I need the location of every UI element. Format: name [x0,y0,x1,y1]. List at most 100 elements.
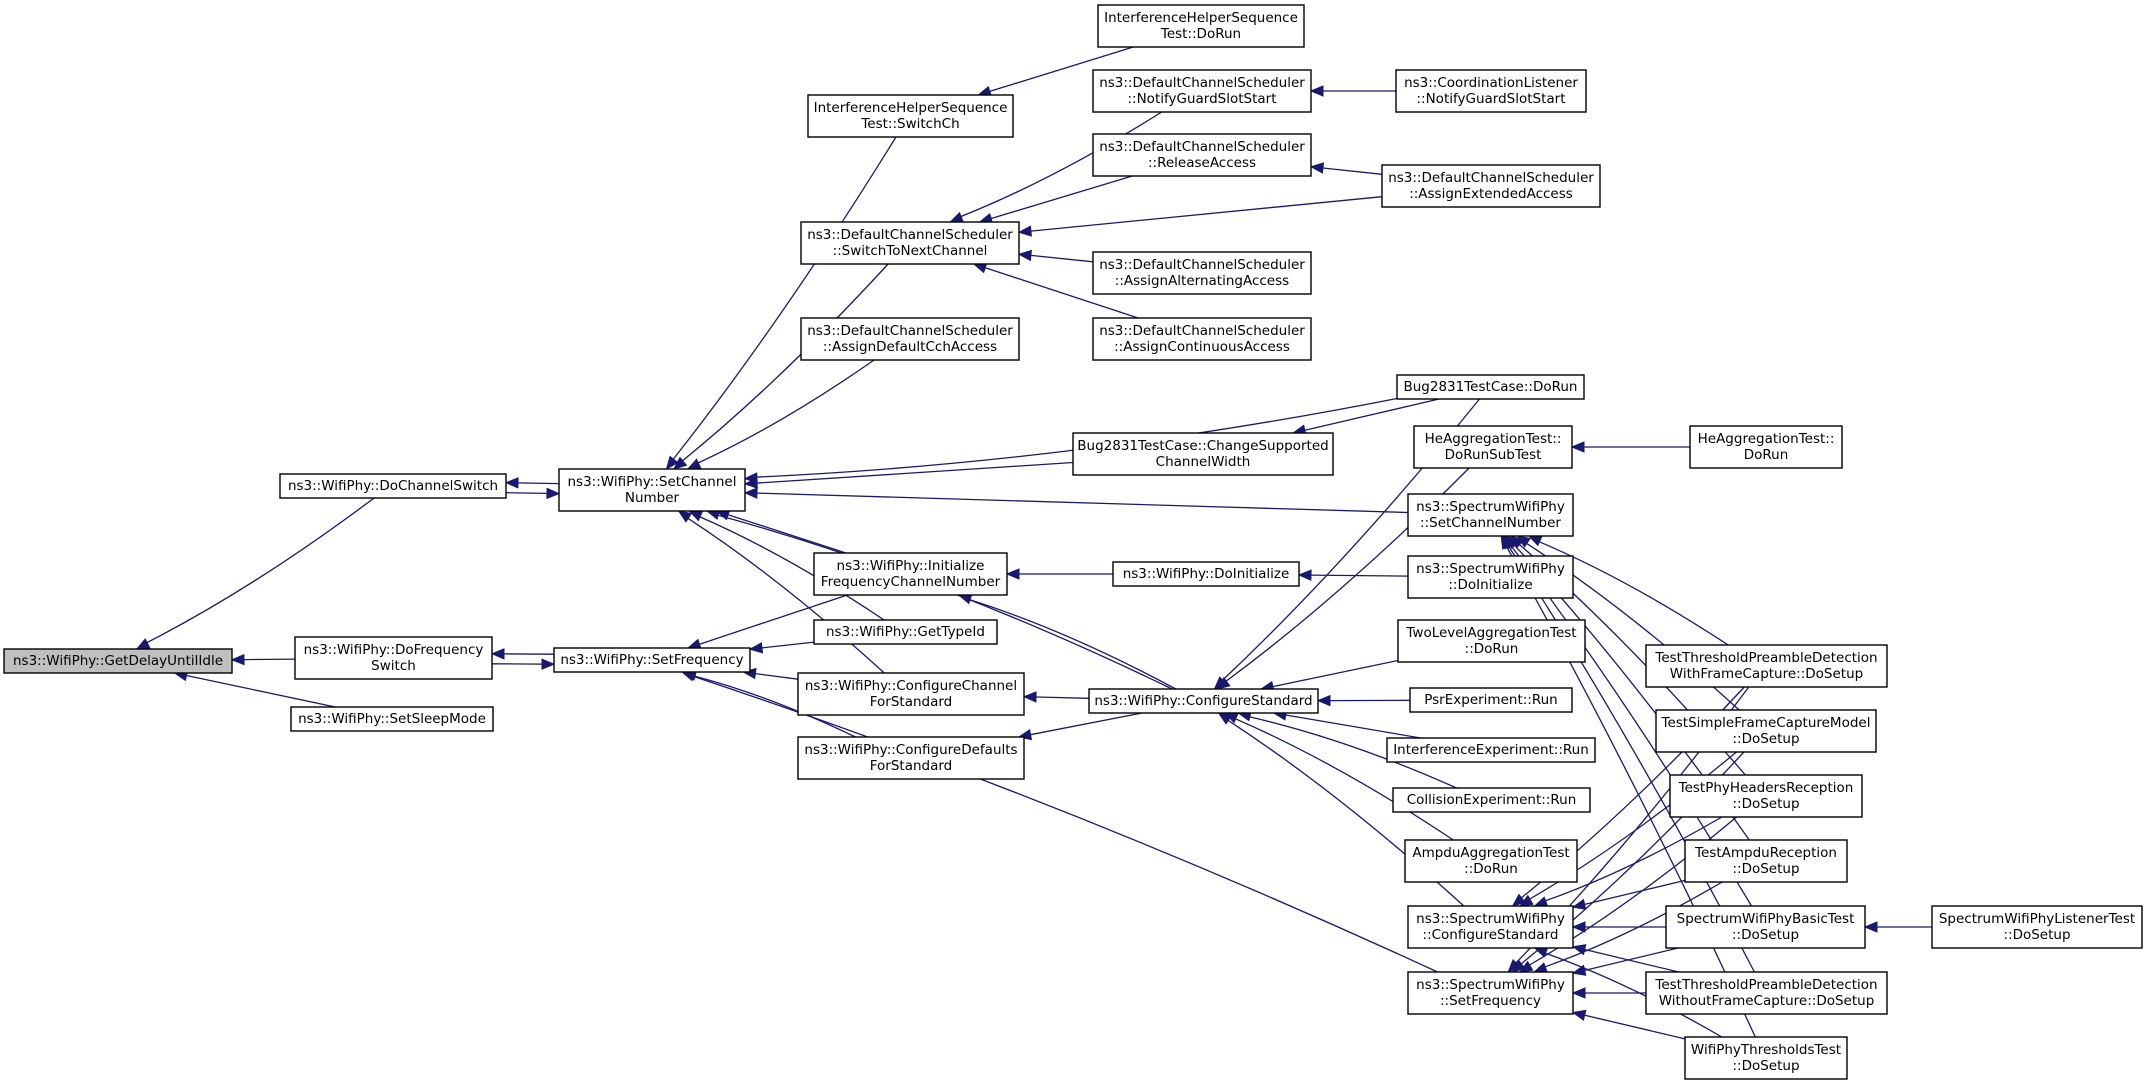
arrowhead-icon [949,211,965,223]
node-cfgdef[interactable]: ns3::WifiPhy::ConfigureDefaultsForStanda… [797,736,1025,780]
node-heagg_sub[interactable]: HeAggregationTest::DoRunSubTest [1413,425,1573,469]
call-edge-ttpd_with-to-swp_setch [1527,535,1729,646]
node-label: ::DoSetup [1732,796,1799,812]
node-heagg_run[interactable]: HeAggregationTest::DoRun [1689,425,1843,469]
node-swplt[interactable]: SpectrumWifiPhyListenerTest::DoSetup [1931,905,2143,949]
node-ampduagg[interactable]: AmpduAggregationTest::DoRun [1404,839,1578,883]
node-box [1395,69,1587,113]
node-getdelay[interactable]: ns3::WifiPhy::GetDelayUntilIdle [3,648,233,674]
node-tsfcm[interactable]: TestSimpleFrameCaptureModel::DoSetup [1655,709,1877,753]
node-setsleep[interactable]: ns3::WifiPhy::SetSleepMode [290,706,494,732]
node-tphr[interactable]: TestPhyHeadersReception::DoSetup [1669,774,1863,818]
node-label: ns3::DefaultChannelScheduler [807,227,1013,243]
node-ttpd_without[interactable]: TestThresholdPreambleDetectionWithoutFra… [1645,971,1888,1015]
node-dochswitch[interactable]: ns3::WifiPhy::DoChannelSwitch [279,473,507,499]
edge-line [1545,952,1723,1038]
node-cl_guard[interactable]: ns3::CoordinationListener::NotifyGuardSl… [1395,69,1587,113]
node-box [1397,619,1586,663]
node-dcs_alt[interactable]: ns3::DefaultChannelScheduler::AssignAlte… [1092,251,1312,295]
node-label: InterferenceHelperSequence [1104,10,1298,26]
call-edge-doinit-to-init_freq [1005,568,1113,580]
node-setchnum[interactable]: ns3::WifiPhy::SetChannelNumber [558,468,746,512]
arrowhead-icon [1863,921,1878,933]
node-swp_setfreq[interactable]: ns3::SpectrumWifiPhy::SetFrequency [1407,971,1574,1015]
node-doinit[interactable]: ns3::WifiPhy::DoInitialize [1112,561,1300,587]
node-interf[interactable]: InterferenceExperiment::Run [1386,737,1596,763]
edge-line [694,675,856,738]
node-dcs_release[interactable]: ns3::DefaultChannelScheduler::ReleaseAcc… [1092,133,1312,177]
arrowhead-icon [1297,569,1312,581]
edge-line [1285,714,1421,739]
arrowhead-icon [748,642,764,654]
edge-line [682,263,889,462]
call-edge-interf-to-cfgstd [1272,709,1421,739]
arrowhead-icon [1217,712,1233,725]
edge-line [960,111,1163,218]
node-label: ns3::SpectrumWifiPhy [1416,977,1565,993]
node-box [1931,905,2143,949]
node-cfgstd[interactable]: ns3::WifiPhy::ConfigureStandard [1088,688,1319,714]
arrowhead-icon [1533,962,1549,974]
node-psr[interactable]: PsrExperiment::Run [1409,687,1573,713]
node-ttpd_with[interactable]: TestThresholdPreambleDetectionWithFrameC… [1645,644,1888,688]
call-edge-cfgchan-to-setchnum [677,510,885,674]
arrowhead-icon [1527,535,1543,547]
node-label: ::AssignDefaultCchAccess [823,339,997,355]
edge-line [243,658,296,661]
call-edge-tphr-to-swp_setfreq [1518,816,1738,973]
node-label: ns3::SpectrumWifiPhy [1416,561,1565,577]
edges-layer [135,46,1932,1040]
node-label: HeAggregationTest:: [1425,431,1562,447]
node-box [1112,561,1300,587]
edge-line [1035,696,1090,699]
node-init_freq[interactable]: ns3::WifiPhy::InitializeFrequencyChannel… [813,552,1008,596]
node-label: ns3::WifiPhy::ConfigureChannel [805,678,1017,694]
node-swp_doinit[interactable]: ns3::SpectrumWifiPhy::DoInitialize [1407,555,1574,599]
arrowhead-icon [490,648,505,660]
arrowhead-icon [1571,898,1587,910]
node-cfgchan[interactable]: ns3::WifiPhy::ConfigureChannelForStandar… [797,672,1025,716]
node-swp_setch[interactable]: ns3::SpectrumWifiPhy::SetChannelNumber [1407,493,1574,537]
node-collision[interactable]: CollisionExperiment::Run [1392,787,1591,813]
node-box [1092,133,1312,177]
node-dcs_cch[interactable]: ns3::DefaultChannelScheduler::AssignDefa… [800,317,1020,361]
node-dcs_extended[interactable]: ns3::DefaultChannelScheduler::AssignExte… [1381,164,1601,208]
call-edge-cfgstd-to-cfgchan [1022,691,1090,703]
node-box [813,619,998,645]
node-box [290,706,494,732]
call-edge-ttpd_without-to-swp_setfreq [1571,987,1647,999]
node-dcs_cont[interactable]: ns3::DefaultChannelScheduler::AssignCont… [1092,317,1312,361]
node-dcs_guard[interactable]: ns3::DefaultChannelScheduler::NotifyGuar… [1092,69,1312,113]
edge-line [755,672,799,680]
node-label: ::SetFrequency [1440,993,1541,1009]
edge-line [1584,1014,1686,1040]
node-twolevel[interactable]: TwoLevelAggregationTest::DoRun [1397,619,1586,663]
edge-line [717,514,1173,690]
arrowhead-icon [1316,694,1331,707]
call-edge-init_freq-to-setchnum [715,509,847,554]
node-wpt[interactable]: WifiPhyThresholdsTest::DoSetup [1684,1036,1848,1080]
node-dcs_switch[interactable]: ns3::DefaultChannelScheduler::SwitchToNe… [800,221,1020,265]
node-label: ns3::WifiPhy::ConfigureDefaults [804,742,1017,758]
arrowhead-icon [743,477,758,489]
node-label: TestThresholdPreambleDetection [1654,977,1877,993]
node-box [1407,905,1574,949]
node-tampdu[interactable]: TestAmpduReception::DoSetup [1684,839,1848,883]
node-box [1645,644,1888,688]
node-label: ::AssignAlternatingAccess [1115,273,1289,289]
node-setfreq[interactable]: ns3::WifiPhy::SetFrequency [553,647,751,673]
call-edge-swplt-to-swpbt [1863,921,1932,933]
node-swp_cfgstd[interactable]: ns3::SpectrumWifiPhy::ConfigureStandard [1407,905,1574,949]
edge-line [1539,541,1729,646]
call-edge-cl_guard-to-dcs_guard [1309,85,1396,97]
node-bug_change[interactable]: Bug2831TestCase::ChangeSupportedChannelW… [1072,432,1334,476]
node-swpbt[interactable]: SpectrumWifiPhyBasicTest::DoSetup [1665,905,1866,949]
node-label: DoRunSubTest [1445,447,1542,463]
node-gettypeid[interactable]: ns3::WifiPhy::GetTypeId [813,619,998,645]
node-label: ::DoSetup [1732,1058,1799,1074]
node-bug_dorun[interactable]: Bug2831TestCase::DoRun [1396,374,1585,400]
edge-line [1272,659,1399,688]
